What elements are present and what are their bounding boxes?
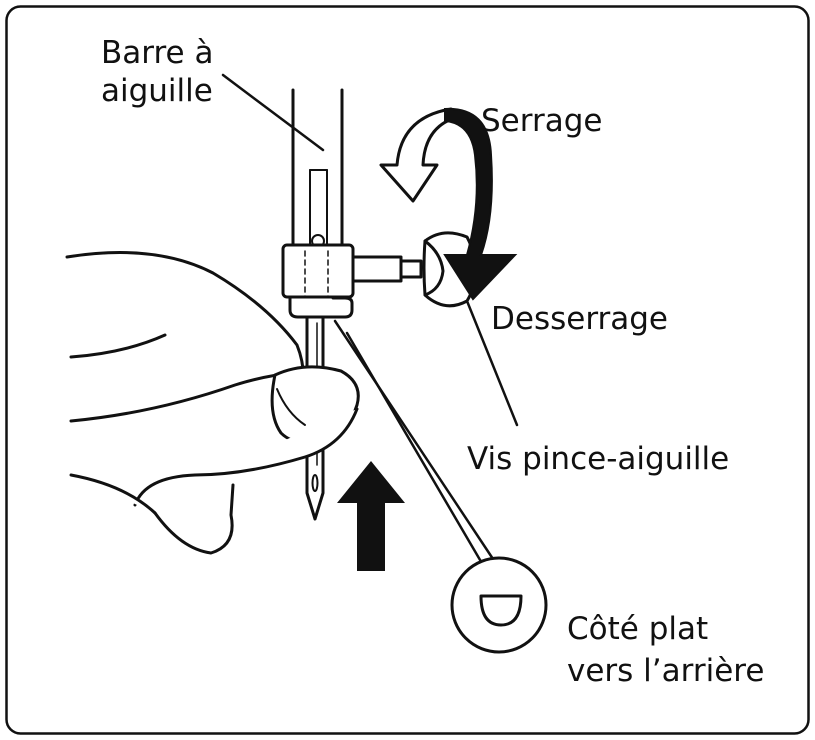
needle-bar xyxy=(291,88,344,248)
label-loosen: Desserrage xyxy=(491,301,669,337)
label-tighten: Serrage xyxy=(481,103,603,139)
label-needle-bar-1: Barre à xyxy=(101,35,214,71)
tighten-arrow-icon xyxy=(379,107,469,203)
flat-side-detail xyxy=(450,556,548,654)
label-flat-side-2: vers l’arrière xyxy=(567,653,765,689)
label-flat-side-1: Côté plat xyxy=(567,611,709,647)
loosen-arrow-icon xyxy=(443,107,518,301)
label-needle-bar-2: aiguille xyxy=(101,73,213,109)
hand xyxy=(65,251,360,555)
diagram-frame: Barre à aiguille Serrage Desserrage Vis … xyxy=(5,5,810,735)
label-needle-clamp-screw: Vis pince-aiguille xyxy=(467,441,730,477)
arrow-up-filled-icon xyxy=(337,461,405,571)
needle-installation-diagram xyxy=(5,5,810,735)
needle-clamp xyxy=(281,243,423,319)
leader-lines xyxy=(221,73,519,567)
